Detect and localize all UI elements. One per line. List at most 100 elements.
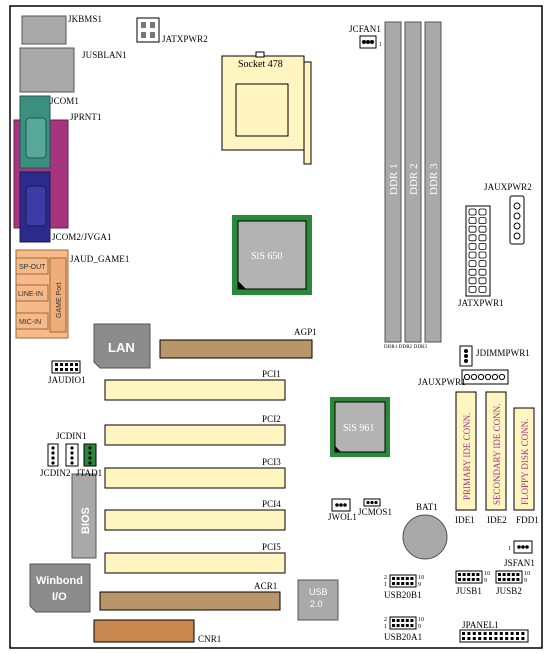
- jpanel1-pin: [472, 632, 476, 635]
- jtad1-header: [83, 443, 97, 467]
- usb20b1-pin: [405, 577, 409, 580]
- usb20b1-header: [389, 574, 417, 588]
- jpanel1-pin: [478, 632, 482, 635]
- usb20b1-pin1-label: 1: [384, 582, 388, 588]
- jatxpwr1-pin: [468, 268, 477, 276]
- jtad1-pin: [88, 456, 92, 460]
- jauxpwr2-label: JAUXPWR2: [484, 182, 532, 192]
- jatxpwr2-pin: [141, 22, 146, 28]
- jpanel1-pin: [499, 632, 503, 635]
- usb20b1-pin2-label: 2: [384, 575, 388, 581]
- jauxpwr1-pin: [463, 373, 471, 381]
- jcom1-port: [25, 117, 47, 159]
- jusb2-pin: [516, 573, 520, 576]
- jauxpwr1-pin: [477, 373, 485, 381]
- jatxpwr1-pin: [468, 251, 477, 259]
- usb20-chip: [297, 579, 339, 621]
- io-label: I/O: [52, 591, 67, 603]
- cnr1-label: CNR1: [198, 634, 222, 644]
- jusb2-pin: [511, 573, 515, 576]
- jusblan1-connector: [19, 47, 75, 93]
- jusb2-pin: [498, 578, 501, 581]
- jusb2-pin: [516, 578, 520, 581]
- jatxpwr1-pin: [478, 242, 487, 250]
- jkbms1-connector: [21, 15, 67, 45]
- usb20a1-label: USB20A1: [384, 632, 423, 642]
- jaudio1-label: JAUDIO1: [48, 375, 86, 385]
- pci4-label: PCI4: [262, 499, 281, 509]
- pci5-slot: [104, 552, 286, 574]
- jusb2-pin: [502, 578, 506, 581]
- usb20b1-pin: [392, 582, 395, 585]
- mic-in-label: MIC-IN: [19, 319, 41, 326]
- jpanel1-pin: [467, 637, 471, 640]
- usb20a1-pin: [410, 619, 414, 622]
- usb20a1-header: [389, 616, 417, 630]
- winbond-label: Winbond: [36, 575, 83, 587]
- usb20a1-pin: [405, 619, 409, 622]
- jpanel1-pin: [478, 637, 482, 640]
- ddr1-label: DDR 1: [388, 164, 400, 195]
- jcdin2-header: [47, 443, 59, 467]
- usb20b1-label: USB20B1: [384, 590, 422, 600]
- fdd1-connector: [513, 407, 535, 511]
- jatxpwr1-pin: [478, 217, 487, 225]
- jusb1-pin: [471, 573, 475, 576]
- pci5-label: PCI5: [262, 542, 281, 552]
- jcdin1-pin: [70, 451, 74, 455]
- jcdin2-label: JCDIN2: [40, 468, 71, 478]
- usb20b1-pin: [396, 577, 400, 580]
- line-in-jack: [15, 284, 49, 302]
- jpanel1-pin: [494, 637, 498, 640]
- usb20b1-pin: [396, 582, 400, 585]
- jusb2-pin: [507, 573, 511, 576]
- usb20a1-pin2-label: 2: [384, 617, 388, 623]
- jpanel1-pin: [499, 637, 503, 640]
- jpanel1-pin: [521, 632, 525, 635]
- jatxpwr1-pin: [468, 234, 477, 242]
- jpanel1-pin: [510, 637, 514, 640]
- socket-label: Socket 478: [238, 59, 283, 70]
- jcmos1-pin: [366, 500, 370, 505]
- jcmos1-pin: [374, 500, 378, 505]
- jpanel1-pin: [521, 637, 525, 640]
- bios-chip: [71, 473, 97, 559]
- lan-label: LAN: [108, 340, 135, 355]
- jatxpwr1-pin: [478, 251, 487, 259]
- jaudio1-header: [51, 360, 81, 374]
- jaudio1-pin: [60, 363, 63, 366]
- jusb1-pin: [458, 578, 461, 581]
- jcdin1-pin: [70, 461, 74, 465]
- jatxpwr2-pin: [141, 32, 146, 38]
- sis961-chip: [334, 401, 386, 453]
- jusb1-pin: [462, 578, 466, 581]
- jcfan1-label: JCFAN1: [349, 24, 381, 34]
- jpanel1-pin: [467, 632, 471, 635]
- jprnt1-label: JPRNT1: [70, 112, 102, 122]
- usb20a1-pin: [396, 624, 400, 627]
- sis961-label: SiS 961: [343, 423, 374, 434]
- jdimmpwr1-pin: [464, 349, 468, 353]
- usb20a1-pin: [405, 624, 409, 627]
- bat1-label: BAT1: [416, 502, 438, 512]
- jusb1-pin: [467, 573, 471, 576]
- jauxpwr2-connector: [509, 195, 525, 245]
- jcom2-label: JCOM2/JVGA1: [52, 232, 112, 242]
- jatxpwr1-pin: [468, 225, 477, 233]
- jusb1-pin: [462, 573, 466, 576]
- jcdin2-pin: [51, 446, 55, 450]
- usb20b1-pin9-label: 9: [418, 582, 422, 588]
- mic-in-jack: [15, 312, 49, 330]
- jpanel1-pin: [462, 637, 465, 640]
- jauxpwr1-pin: [491, 373, 499, 381]
- jcdin2-pin: [51, 456, 55, 460]
- jaudio1-pin: [55, 363, 58, 366]
- jauxpwr2-pin: [513, 222, 521, 230]
- ddr1-slot: [384, 21, 402, 343]
- usb20a1-pin: [392, 624, 395, 627]
- winbond-io-chip: [29, 563, 91, 613]
- jcdin1-pin: [70, 456, 74, 460]
- pci3-slot: [104, 467, 286, 489]
- jatxpwr1-pins: [468, 208, 487, 293]
